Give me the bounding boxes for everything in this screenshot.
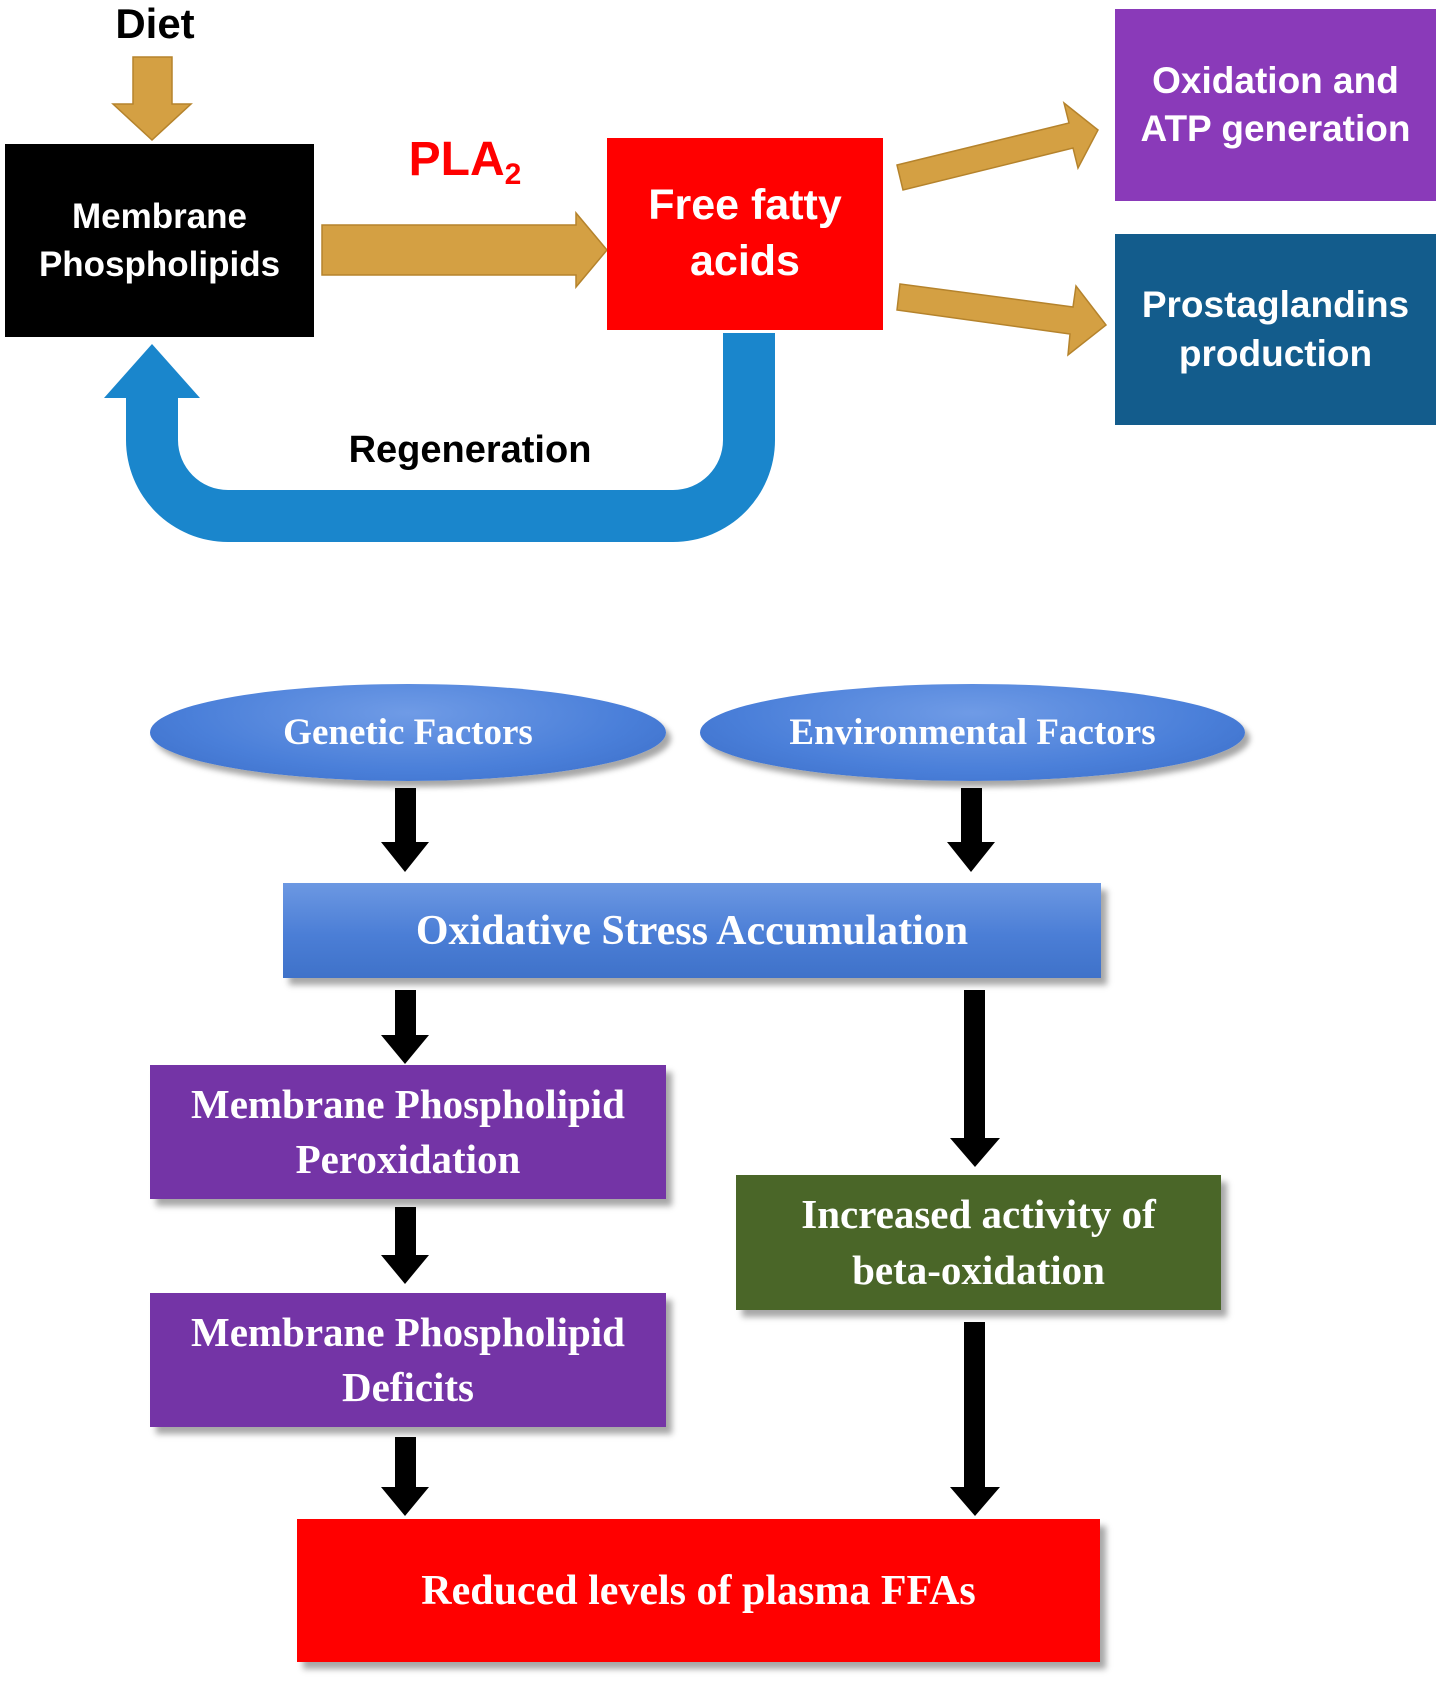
arrow-deficits-to-reduced — [381, 1437, 429, 1516]
peroxidation-box: Membrane Phospholipid Peroxidation — [150, 1065, 666, 1199]
genetic-factors-node: Genetic Factors — [150, 684, 666, 781]
beta-oxidation-line2: beta-oxidation — [852, 1246, 1105, 1293]
regeneration-arrow — [104, 333, 775, 542]
oxidation-atp-box: Oxidation and ATP generation — [1115, 9, 1436, 201]
prostaglandins-box: Prostaglandins production — [1115, 234, 1436, 425]
membrane-phospholipids-box: Membrane Phospholipids — [5, 144, 314, 337]
membrane-line2: Phospholipids — [38, 244, 281, 284]
ffa-line1: Free fatty — [648, 181, 842, 230]
arrow-genetic-to-stress — [381, 788, 429, 872]
prostaglandins-line1: Prostaglandins — [1141, 284, 1410, 326]
membrane-line1: Membrane — [71, 197, 248, 237]
environmental-factors-node: Environmental Factors — [700, 684, 1245, 781]
oxidation-line2: ATP generation — [1140, 108, 1411, 149]
arrow-stress-to-peroxidation — [381, 990, 429, 1064]
beta-oxidation-box: Increased activity of beta-oxidation — [736, 1175, 1221, 1310]
free-fatty-acids-box: Free fatty acids — [607, 138, 883, 330]
ffa-line2: acids — [690, 237, 800, 285]
diet-arrow — [111, 56, 193, 142]
regeneration-label: Regeneration — [348, 428, 592, 471]
peroxidation-line2: Peroxidation — [295, 1136, 521, 1182]
oxidation-arrow — [896, 101, 1099, 191]
deficits-line1: Membrane Phospholipid — [191, 1308, 625, 1355]
arrow-beta-oxidation-to-reduced — [950, 1322, 1000, 1516]
peroxidation-line1: Membrane Phospholipid — [191, 1080, 625, 1127]
pla2-arrow — [321, 210, 608, 290]
arrow-environmental-to-stress — [947, 788, 995, 872]
reduced-ffa-box: Reduced levels of plasma FFAs — [297, 1519, 1100, 1662]
diet-label: Diet — [115, 0, 195, 47]
pla2-main: PLA — [408, 133, 505, 186]
pla2-subscript: 2 — [504, 158, 522, 191]
prostaglandins-arrow — [896, 283, 1108, 357]
deficits-line2: Deficits — [341, 1364, 475, 1410]
beta-oxidation-line1: Increased activity of — [801, 1191, 1156, 1238]
arrow-stress-to-beta-oxidation — [950, 990, 1000, 1167]
prostaglandins-line2: production — [1178, 332, 1373, 374]
arrow-peroxidation-to-deficits — [381, 1207, 429, 1284]
deficits-box: Membrane Phospholipid Deficits — [150, 1293, 666, 1427]
oxidative-stress-box: Oxidative Stress Accumulation — [283, 883, 1101, 978]
oxidation-line1: Oxidation and — [1152, 59, 1399, 101]
